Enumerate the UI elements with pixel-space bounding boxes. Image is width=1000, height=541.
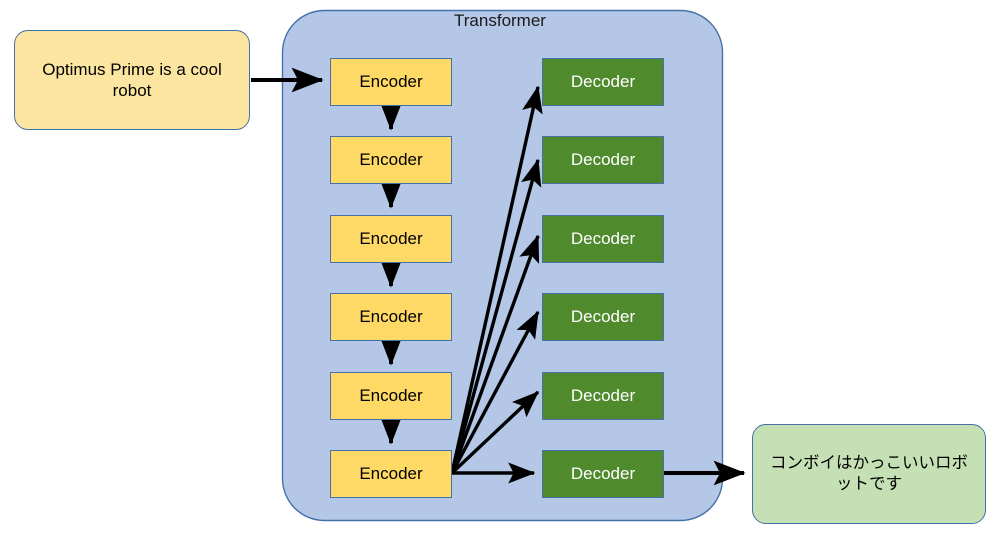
encoder-node-2: Encoder xyxy=(330,136,452,184)
decoder-node-4: Decoder xyxy=(542,293,664,341)
decoder-node-6: Decoder xyxy=(542,450,664,498)
output-node: コンボイはかっこいいロボットです xyxy=(752,424,986,524)
encoder-node-1: Encoder xyxy=(330,58,452,106)
edge-encoder-6-to-decoder-3 xyxy=(450,234,540,474)
decoder-node-1: Decoder xyxy=(542,58,664,106)
encoder-node-5: Encoder xyxy=(330,372,452,420)
decoder-node-5: Decoder xyxy=(542,372,664,420)
edge-encoder-6-to-decoder-5 xyxy=(450,390,540,475)
encoder-node-3: Encoder xyxy=(330,215,452,263)
decoder-node-2: Decoder xyxy=(542,136,664,184)
edge-encoder-6-to-decoder-1 xyxy=(450,85,543,474)
edge-encoder-6-to-decoder-2 xyxy=(450,158,542,474)
edge-encoder-6-to-decoder-4 xyxy=(450,310,540,474)
decoder-node-3: Decoder xyxy=(542,215,664,263)
input-node: Optimus Prime is a cool robot xyxy=(14,30,250,130)
encoder-node-6: Encoder xyxy=(330,450,452,498)
encoder-node-4: Encoder xyxy=(330,293,452,341)
transformer-panel-title: Transformer xyxy=(454,11,546,30)
